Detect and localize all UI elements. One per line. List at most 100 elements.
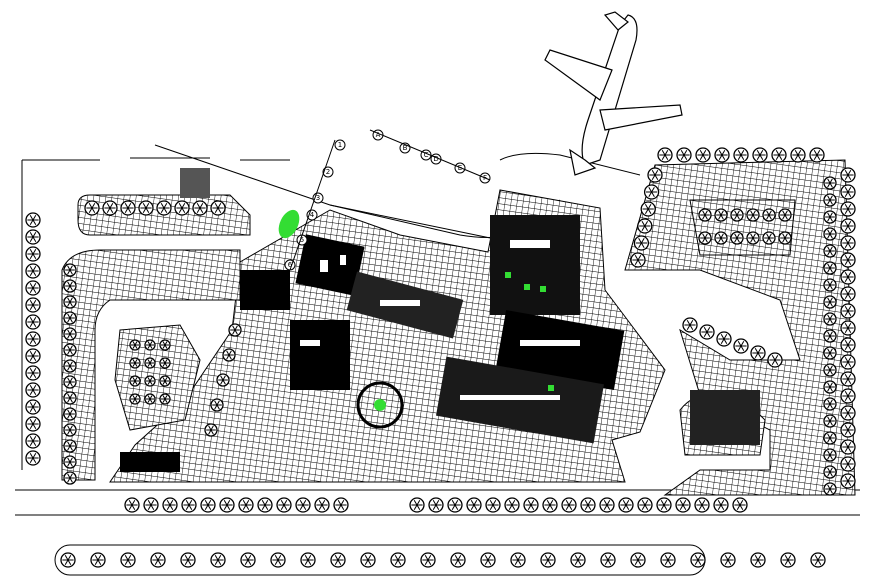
tree-icon bbox=[63, 359, 77, 373]
building-details bbox=[300, 240, 580, 400]
svg-text:5: 5 bbox=[300, 236, 304, 244]
svg-text:A: A bbox=[376, 131, 381, 139]
tree-icon bbox=[540, 552, 556, 568]
tree-icon bbox=[150, 552, 166, 568]
tree-icon bbox=[63, 407, 77, 421]
tree-icon bbox=[420, 552, 436, 568]
tree-icon bbox=[730, 208, 744, 222]
tree-icon bbox=[333, 497, 349, 513]
tree-icon bbox=[720, 552, 736, 568]
tree-icon bbox=[647, 167, 663, 183]
tree-icon bbox=[219, 497, 235, 513]
tree-icon bbox=[823, 295, 837, 309]
tree-icon bbox=[181, 497, 197, 513]
tree-icon bbox=[840, 456, 856, 472]
tree-icon bbox=[778, 231, 792, 245]
tree-icon bbox=[159, 339, 171, 351]
tree-icon bbox=[695, 147, 711, 163]
tree-icon bbox=[570, 552, 586, 568]
tree-icon bbox=[63, 391, 77, 405]
tree-icon bbox=[840, 235, 856, 251]
tree-icon bbox=[63, 263, 77, 277]
tree-icon bbox=[63, 471, 77, 485]
tree-icon bbox=[129, 339, 141, 351]
tree-icon bbox=[222, 348, 236, 362]
tree-icon bbox=[840, 422, 856, 438]
tree-icon bbox=[25, 297, 41, 313]
tree-icon bbox=[314, 497, 330, 513]
tree-icon bbox=[823, 346, 837, 360]
tree-icon bbox=[25, 331, 41, 347]
tree-icon bbox=[750, 552, 766, 568]
tree-icon bbox=[542, 497, 558, 513]
tree-icon bbox=[746, 231, 760, 245]
tree-icon bbox=[450, 552, 466, 568]
tree-icon bbox=[840, 167, 856, 183]
tree-icon bbox=[25, 314, 41, 330]
tree-icon bbox=[180, 552, 196, 568]
tree-icon bbox=[716, 331, 732, 347]
tree-icon bbox=[60, 552, 76, 568]
tree-icon bbox=[714, 208, 728, 222]
tree-icon bbox=[823, 482, 837, 496]
tree-icon bbox=[778, 208, 792, 222]
tree-icon bbox=[466, 497, 482, 513]
tree-icon bbox=[276, 497, 292, 513]
grid-bubbles-top: A B C D E F bbox=[372, 129, 491, 184]
tree-icon bbox=[159, 393, 171, 405]
svg-text:3: 3 bbox=[316, 194, 320, 202]
grid-lines bbox=[289, 129, 491, 271]
tree-icon bbox=[63, 455, 77, 469]
tree-icon bbox=[790, 147, 806, 163]
tree-icon bbox=[714, 147, 730, 163]
tree-icon bbox=[447, 497, 463, 513]
svg-text:4: 4 bbox=[310, 211, 315, 219]
tree-icon bbox=[25, 263, 41, 279]
tree-icon bbox=[200, 497, 216, 513]
tree-icon bbox=[732, 497, 748, 513]
tree-icon bbox=[174, 200, 190, 216]
tree-icon bbox=[102, 200, 118, 216]
airplane-icon bbox=[544, 11, 683, 176]
tree-icon bbox=[840, 286, 856, 302]
tree-icon bbox=[618, 497, 634, 513]
tree-icon bbox=[25, 229, 41, 245]
tree-icon bbox=[823, 312, 837, 326]
tree-icon bbox=[120, 552, 136, 568]
tree-icon bbox=[129, 393, 141, 405]
tree-icon bbox=[63, 343, 77, 357]
tree-icon bbox=[840, 218, 856, 234]
tree-icon bbox=[767, 352, 783, 368]
tree-icon bbox=[84, 200, 100, 216]
tree-icon bbox=[746, 208, 760, 222]
tree-icon bbox=[840, 320, 856, 336]
tree-icon bbox=[63, 279, 77, 293]
green-highlights bbox=[278, 209, 554, 411]
tree-icon bbox=[823, 397, 837, 411]
tree-icon bbox=[750, 345, 766, 361]
tree-icon bbox=[630, 252, 646, 268]
tree-icon bbox=[840, 439, 856, 455]
tree-icon bbox=[823, 414, 837, 428]
buildings bbox=[120, 168, 760, 472]
tree-icon bbox=[633, 235, 650, 251]
tree-icon bbox=[192, 200, 208, 216]
tree-icon bbox=[762, 208, 776, 222]
grid-bubbles-left: 1 2 3 4 5 6 bbox=[284, 139, 346, 271]
tree-icon bbox=[823, 448, 837, 462]
tree-icon bbox=[771, 147, 787, 163]
tree-icon bbox=[120, 200, 136, 216]
fountain bbox=[356, 381, 404, 429]
svg-text:6: 6 bbox=[288, 261, 293, 269]
tree-icon bbox=[840, 371, 856, 387]
tree-icon bbox=[699, 324, 715, 340]
tree-icon bbox=[840, 388, 856, 404]
tree-icon bbox=[25, 450, 41, 466]
tree-icon bbox=[144, 357, 156, 369]
tree-icon bbox=[295, 497, 311, 513]
tree-icon bbox=[840, 354, 856, 370]
tree-icon bbox=[63, 295, 77, 309]
tree-icon bbox=[25, 416, 41, 432]
tree-icon bbox=[240, 552, 256, 568]
tree-icon bbox=[25, 433, 41, 449]
